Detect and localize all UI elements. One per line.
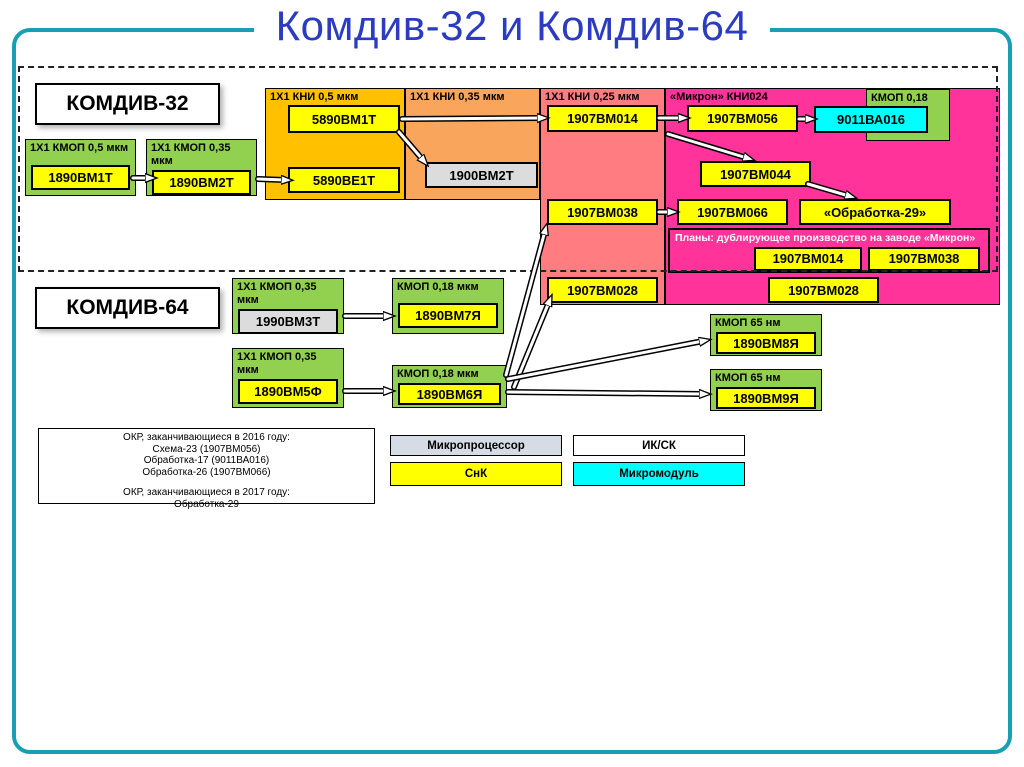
page-title: Комдив-32 и Комдив-64	[253, 2, 771, 50]
chip-1890vm5f: 1890ВМ5Ф	[238, 379, 338, 405]
process-box-kmop65-b: КМОП 65 нм 1890ВМ9Я	[710, 369, 822, 411]
chip-plan-1907vm038: 1907ВМ038	[868, 247, 980, 271]
chip-1907vm056: 1907ВМ056	[687, 105, 798, 132]
notes-line-obr29: Обработка-29	[174, 498, 239, 510]
notes-line-obr26: Обработка-26 (1907ВМ066)	[142, 466, 271, 478]
region-kmop-018-label: КМОП 0,18	[871, 92, 928, 104]
notes-line-2016: ОКР, заканчивающиеся в 2016 году:	[123, 432, 290, 443]
title-wrap: Комдив-32 и Комдив-64	[0, 2, 1024, 50]
section-komdiv32: КОМДИВ-32	[35, 83, 220, 125]
process-label-kmop65-a: КМОП 65 нм	[715, 317, 781, 329]
legend-ik-sk: ИК/СК	[573, 435, 745, 456]
chip-1890vm6ya: 1890ВМ6Я	[398, 383, 501, 406]
legend-microprocessor: Микропроцессор	[390, 435, 562, 456]
region-kni-05-label: 1Х1 КНИ 0,5 мкм	[270, 91, 359, 103]
process-label-kmop018-a: КМОП 0,18 мкм	[397, 281, 479, 293]
section-komdiv64: КОМДИВ-64	[35, 287, 220, 329]
notes-line-2017: ОКР, заканчивающиеся в 2017 году:	[123, 487, 290, 498]
chip-5890ve1t: 5890ВЕ1Т	[288, 167, 400, 193]
chip-obrabotka-29: «Обработка-29»	[799, 199, 951, 225]
region-kni-025-label: 1Х1 КНИ 0,25 мкм	[545, 91, 640, 103]
process-label-kmop018-b: КМОП 0,18 мкм	[397, 368, 479, 380]
process-box-kmop05: 1Х1 КМОП 0,5 мкм 1890ВМ1Т	[25, 139, 136, 196]
legend-snk: СнК	[390, 462, 562, 486]
process-box-kmop035-a: 1Х1 КМОП 0,35 мкм 1890ВМ2Т	[146, 139, 257, 196]
process-box-kmop65-a: КМОП 65 нм 1890ВМ8Я	[710, 314, 822, 356]
legend-micromodule: Микромодуль	[573, 462, 745, 486]
process-label-kmop035-c: 1Х1 КМОП 0,35 мкм	[237, 351, 317, 377]
chip-9011va016: 9011ВА016	[814, 106, 928, 133]
region-mikron-label: «Микрон» КНИ024	[670, 91, 768, 103]
plans-box: Планы: дублирующее производство на завод…	[668, 228, 990, 273]
process-label-kmop65-b: КМОП 65 нм	[715, 372, 781, 384]
chip-1890vm8ya: 1890ВМ8Я	[716, 332, 816, 355]
chip-1907vm028-left: 1907ВМ028	[547, 277, 658, 303]
chip-1907vm066: 1907ВМ066	[677, 199, 788, 225]
process-box-kmop035-b: 1Х1 КМОП 0,35 мкм 1990ВМ3Т	[232, 278, 344, 335]
process-box-kmop035-c: 1Х1 КМОП 0,35 мкм 1890ВМ5Ф	[232, 348, 344, 408]
process-label-kmop05: 1Х1 КМОП 0,5 мкм	[30, 142, 129, 154]
plans-label: Планы: дублирующее производство на завод…	[675, 232, 976, 244]
notes-line-scheme23: Схема-23 (1907ВМ056)	[152, 443, 261, 455]
chip-1907vm028-right: 1907ВМ028	[768, 277, 879, 303]
process-label-kmop035-b: 1Х1 КМОП 0,35 мкм	[237, 281, 317, 307]
process-box-kmop018-a: КМОП 0,18 мкм 1890ВМ7Я	[392, 278, 504, 334]
chip-1900vm2t: 1900ВМ2Т	[425, 162, 538, 188]
chip-5890vm1t: 5890ВМ1Т	[288, 105, 400, 133]
chip-1890vm2t: 1890ВМ2Т	[152, 170, 251, 196]
region-kni-035-label: 1Х1 КНИ 0,35 мкм	[410, 91, 505, 103]
process-label-kmop035-a: 1Х1 КМОП 0,35 мкм	[151, 142, 231, 168]
process-box-kmop018-b: КМОП 0,18 мкм 1890ВМ6Я	[392, 365, 507, 408]
chip-1990vm3t: 1990ВМ3Т	[238, 309, 338, 335]
notes-box: ОКР, заканчивающиеся в 2016 году: Схема-…	[38, 428, 375, 510]
notes-gap	[39, 478, 374, 487]
chip-1890vm7ya: 1890ВМ7Я	[398, 303, 498, 328]
chip-1907vm038: 1907ВМ038	[547, 199, 658, 225]
chip-1890vm1t: 1890ВМ1Т	[31, 165, 130, 190]
chip-1890vm9ya: 1890ВМ9Я	[716, 387, 816, 410]
notes-line-obr17: Обработка-17 (9011ВА016)	[143, 455, 270, 466]
chip-1907vm014: 1907ВМ014	[547, 105, 658, 132]
chip-1907vm044: 1907ВМ044	[700, 161, 811, 187]
